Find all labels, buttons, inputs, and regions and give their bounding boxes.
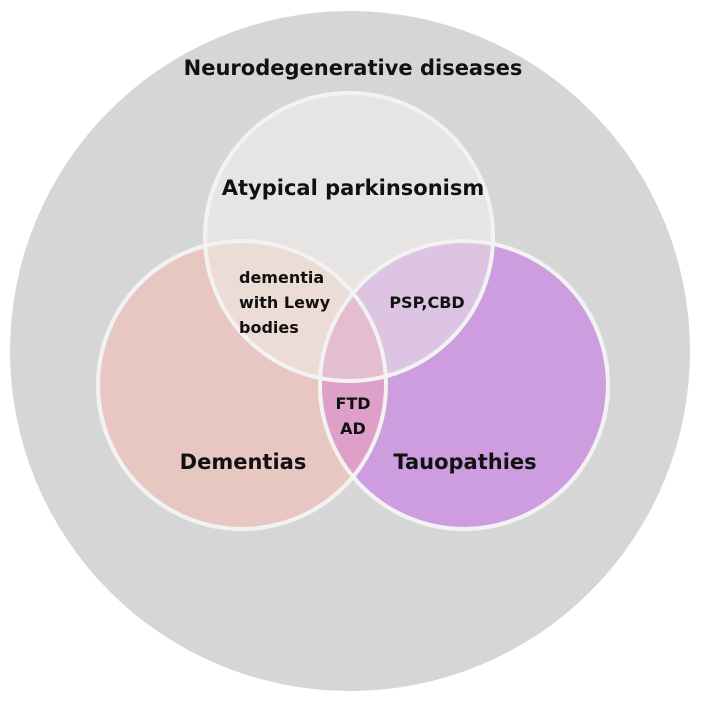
outer-label: Neurodegenerative diseases [184,56,523,80]
ad-label: AD [340,419,366,438]
dlb-label-line3: bodies [239,318,299,337]
tauopathies-label: Tauopathies [393,450,536,474]
atypical-parkinsonism-label: Atypical parkinsonism [222,176,484,200]
ftd-label: FTD [335,394,370,413]
psp-cbd-label: PSP,CBD [389,293,464,312]
overlap-atypical-tauopathies [320,241,493,381]
dlb-label-line2: with Lewy [239,293,331,312]
dlb-label-line1: dementia [239,268,324,287]
tauopathies-outline [318,239,610,531]
dementias-label: Dementias [180,450,307,474]
overlap-atypical-dementias [205,241,386,381]
dementias-outline [96,239,388,531]
atypical-outline [203,91,495,383]
